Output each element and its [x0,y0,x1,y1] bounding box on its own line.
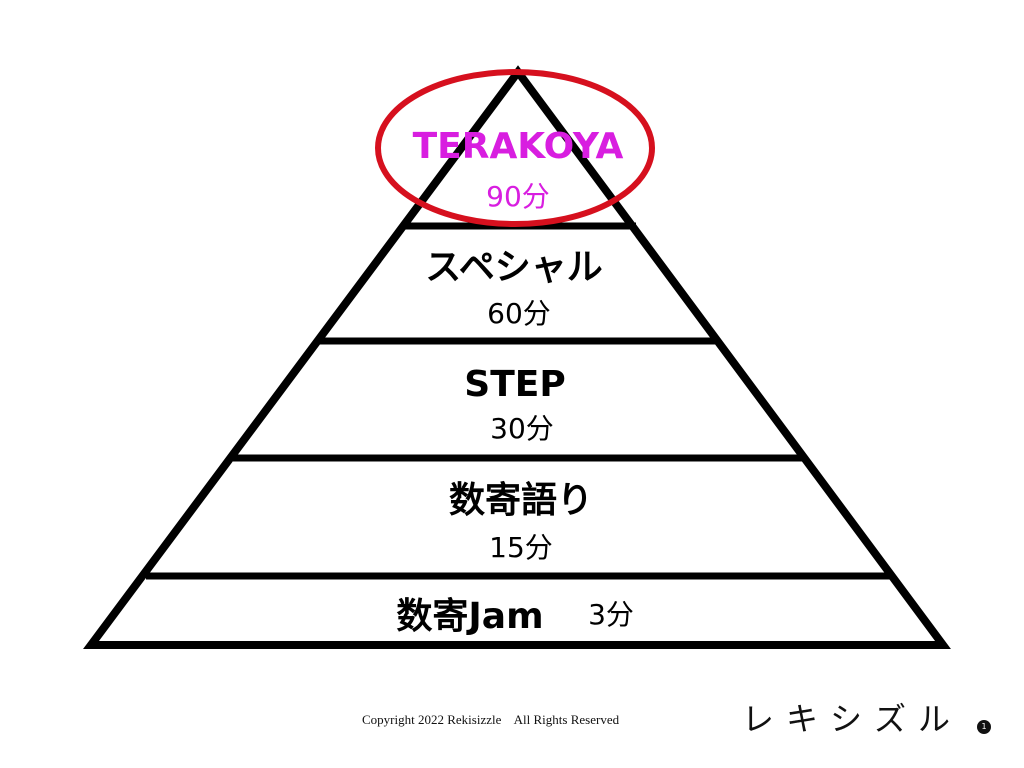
tier-5-name: 数寄Jam [396,596,543,637]
copyright-text: Copyright 2022 Rekisizzle All Rights Res… [362,712,620,727]
tier-4-duration: 15分 [489,531,553,564]
tier-4-name: 数寄語り [449,480,593,521]
tier-1-duration: 90分 [486,180,550,213]
tier-5-duration: 3分 [588,598,634,631]
brand-badge: 1 [977,720,991,734]
tier-2-name: スペシャル [425,247,602,288]
tier-3-duration: 30分 [490,412,554,445]
brand-logo-text: レキシズル [742,700,963,738]
tier-1-name: TERAKOYA [413,126,624,167]
tier-3-name: STEP [464,364,565,405]
tier-2-duration: 60分 [487,297,551,330]
highlight-ellipse [375,69,655,227]
pyramid-outline [83,65,951,649]
